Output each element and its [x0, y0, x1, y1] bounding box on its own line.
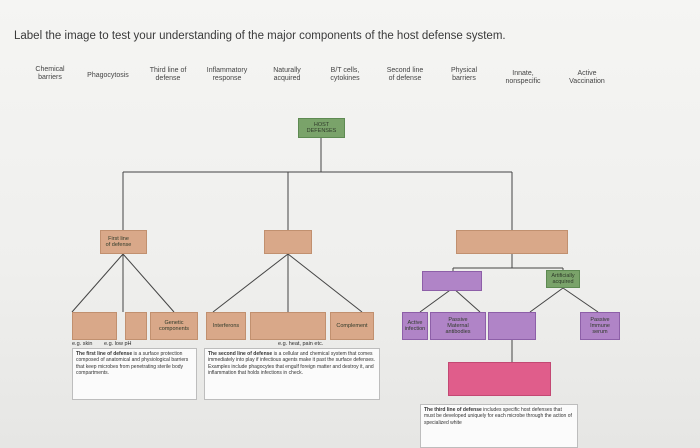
example-heat-pain: e.g. heat, pain etc. — [278, 341, 324, 347]
drop-target-second-line[interactable] — [264, 230, 312, 254]
question-title: Label the image to test your understandi… — [14, 30, 506, 42]
drop-target-skin[interactable] — [72, 312, 117, 340]
term-phagocytosis[interactable]: Phagocytosis — [87, 72, 129, 79]
drop-target-inflammation[interactable] — [250, 312, 326, 340]
term-third-line[interactable]: Third line of defense — [149, 67, 187, 82]
node-host-defenses: HOST DEFENSES — [298, 118, 345, 138]
term-bt-cells[interactable]: B/T cells, cytokines — [330, 67, 360, 82]
term-second-line[interactable]: Second line of defense — [386, 67, 424, 82]
term-innate-nonspecific[interactable]: Innate, nonspecific — [505, 70, 541, 85]
node-passive-maternal: Passive Maternal antibodies — [430, 312, 486, 340]
drop-target-specific-immunity[interactable] — [448, 362, 551, 396]
node-genetic-components: Genetic components — [150, 312, 198, 340]
third-line-description-text: includes specific host defenses that mus… — [424, 407, 572, 426]
second-line-description-bold: The second line of defense — [208, 351, 273, 357]
first-line-description-bold: The first line of defense — [76, 351, 133, 357]
term-inflammatory-response[interactable]: Inflammatory response — [206, 67, 248, 82]
drop-target-third-line[interactable] — [456, 230, 568, 254]
third-line-description-bold: The third line of defense — [424, 407, 482, 413]
node-complement: Complement — [330, 312, 374, 340]
drop-target-low-ph[interactable] — [125, 312, 147, 340]
node-first-line-label: First line of defense — [105, 236, 132, 248]
term-physical-barriers[interactable]: Physical barriers — [450, 67, 478, 82]
first-line-description-text: is a surface protection composed of anat… — [76, 351, 189, 377]
drop-target-naturally-acquired[interactable] — [422, 271, 482, 291]
second-line-description-text: is a cellular and chemical system that c… — [208, 351, 376, 377]
node-artificially-acquired: Artificially acquired — [546, 270, 580, 288]
node-interferons: Interferons — [206, 312, 246, 340]
second-line-description: The second line of defense is a cellular… — [204, 348, 380, 400]
third-line-description: The third line of defense includes speci… — [420, 404, 578, 448]
node-active-infection: Active infection — [402, 312, 428, 340]
term-chemical-barriers[interactable]: Chemical barriers — [35, 66, 65, 81]
drop-target-active-vaccination[interactable] — [488, 312, 536, 340]
first-line-description: The first line of defense is a surface p… — [72, 348, 197, 400]
node-passive-immune-serum: Passive Immune serum — [580, 312, 620, 340]
example-low-ph: e.g. low pH — [104, 341, 132, 347]
node-first-line: First line of defense — [100, 230, 147, 254]
term-active-vaccination[interactable]: Active Vaccination — [569, 70, 605, 85]
term-naturally-acquired[interactable]: Naturally acquired — [273, 67, 301, 82]
example-skin: e.g. skin — [72, 341, 93, 347]
